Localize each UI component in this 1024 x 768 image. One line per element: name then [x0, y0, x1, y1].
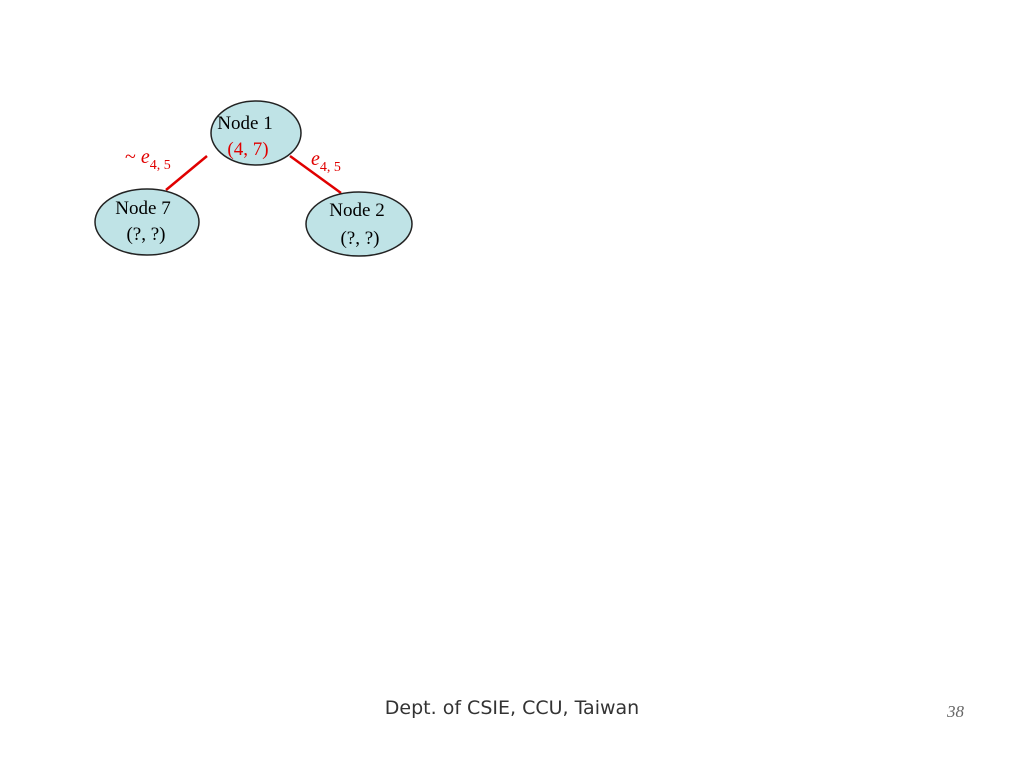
edge-root-to-node-7: [165, 155, 208, 191]
node-7: Node 7 (?, ?): [94, 188, 200, 256]
edge-root-to-node-2: [289, 154, 342, 195]
node-2-name: Node 2: [329, 200, 384, 221]
footer-department: Dept. of CSIE, CCU, Taiwan: [384, 697, 640, 719]
edge-label-left-subscript: 4, 5: [150, 158, 171, 173]
node-7-value: (?, ?): [126, 224, 165, 245]
edge-label-left: ~ e4, 5: [125, 146, 171, 173]
edge-label-left-prefix: ~: [125, 146, 141, 168]
edge-label-right-subscript: 4, 5: [320, 160, 341, 175]
node-2: Node 2 (?, ?): [305, 191, 413, 257]
node-2-ellipse: [305, 191, 413, 257]
node-1-value: (4, 7): [227, 139, 268, 160]
node-1-ellipse: [210, 100, 302, 166]
edge-label-left-symbol: e: [141, 146, 150, 168]
node-7-name: Node 7: [115, 198, 170, 219]
node-1: Node 1 (4, 7): [210, 100, 302, 166]
edge-label-right: e4, 5: [311, 148, 341, 175]
node-7-ellipse: [94, 188, 200, 256]
page-number: 38: [947, 702, 964, 721]
node-1-name: Node 1: [217, 113, 272, 134]
node-2-value: (?, ?): [340, 228, 379, 249]
edge-label-right-symbol: e: [311, 148, 320, 170]
